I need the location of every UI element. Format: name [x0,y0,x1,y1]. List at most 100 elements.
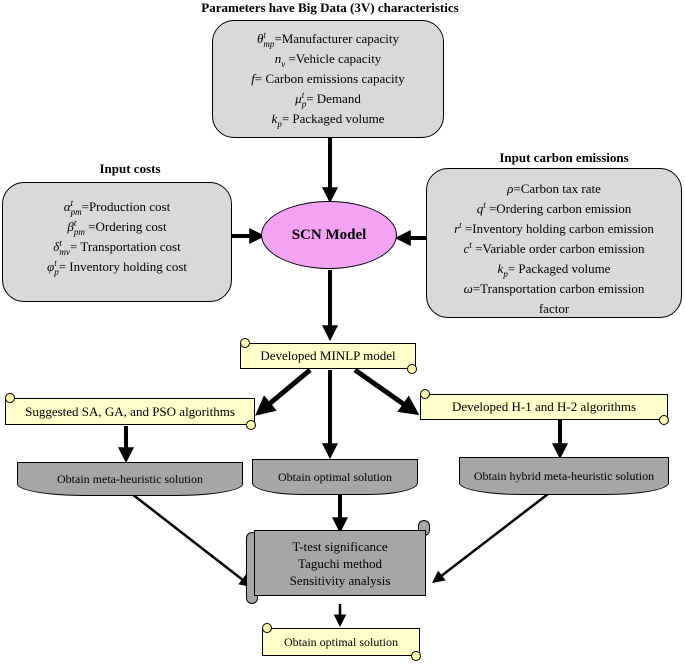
parameter-text: = Transportation cost [69,239,181,255]
analysis-line-2: Taguchi method [298,555,382,571]
parameter-superscript: t [263,30,266,41]
parameter-symbol: μ [295,91,302,107]
algo-right-node: Developed H-1 and H-2 algorithms [419,389,669,425]
parameter-text: =Ordering carbon emission [485,201,632,216]
parameter-line: ω=Transportation carbon emission [427,279,681,299]
parameter-line: factor [427,299,681,319]
scn-model-node: SCN Model [261,201,397,269]
parameter-text: = Inventory holding cost [58,259,187,275]
parameter-symbol: δ [53,239,60,255]
arrow-sol-right-to-analysis [432,493,549,584]
parameter-subscript: p [277,119,282,130]
analysis-line-1: T-test significance [292,538,388,554]
parameter-text: = Packaged volume [507,261,611,277]
final-optimal-solution-node: Obtain optimal solution [261,623,421,661]
parameter-superscript: t [59,238,62,249]
parameter-subscript: mv [59,247,70,258]
parameter-symbol: ρ [507,181,514,196]
analysis-node: T-test significance Taguchi method Sensi… [254,530,426,596]
parameter-text: =Variable order carbon emission [471,241,645,257]
parameter-superscript: t [54,258,57,269]
parameter-text: =Vehicle capacity [285,51,382,67]
parameter-subscript: p [503,269,508,280]
parameter-line: k p= Packaged volume [427,259,681,279]
left-box-title: Input costs [99,161,161,176]
parameter-symbol: ω [463,281,473,297]
parameter-symbol: q [476,201,484,216]
parameter-text: =Production cost [81,199,171,214]
parameter-indices: p [503,261,508,279]
parameter-symbol: θ [256,31,264,46]
parameter-superscript: t [73,218,77,229]
parameter-superscript: t [469,240,472,251]
parameter-text: =Ordering cost [84,219,167,235]
parameter-symbol: f [251,71,255,87]
parameter-text: = Carbon emissions capacity [254,71,405,87]
parameter-symbol: c [463,241,470,257]
parameter-text: =Inventory holding carbon emission [461,221,654,237]
parameter-text: =Carbon tax rate [513,181,601,196]
arrow-minlp-to-algo-left [255,368,312,416]
parameter-subscript: p [54,267,59,278]
parameter-symbol: n [274,51,282,67]
parameter-line: k p= Packaged volume [213,109,443,129]
parameter-indices: v [281,51,285,69]
parameter-symbol: α [63,199,71,214]
hybrid-solution-node: Obtain hybrid meta-heuristic solution [459,457,669,495]
parameter-subscript: p [301,99,307,110]
optimal-solution-node: Obtain optimal solution [252,459,418,495]
arrow-minlp-to-algo-right [353,367,420,416]
minlp-model-node: Developed MINLP model [239,338,417,374]
parameter-indices: p [277,111,282,129]
parameter-subscript: mp [263,39,275,50]
parameter-symbol: k [271,111,278,127]
parameter-subscript: pm [70,207,82,218]
parameter-indices: t [469,241,472,259]
parameter-text: factor [538,301,570,317]
parameter-text: = Demand [306,91,361,107]
parameter-indices: t [483,201,486,219]
analysis-line-3: Sensitivity analysis [289,572,391,588]
parameter-superscript: t [483,200,486,211]
parameter-superscript: t [459,220,462,231]
parameter-text: = Packaged volume [281,111,385,127]
parameter-line: ρ=Carbon tax rate [427,179,681,199]
parameter-line: f= Carbon emissions capacity [213,69,443,89]
algo-left-node: Suggested SA, GA, and PSO algorithms [4,393,256,430]
parameter-superscript: t [70,198,74,209]
parameter-line: n v =Vehicle capacity [213,49,443,69]
parameter-text: =Manufacturer capacity [274,31,399,46]
parameter-symbol: β [67,219,74,235]
parameter-subscript: pm [73,227,85,238]
top-box-title: Parameters have Big Data (3V) characteri… [201,0,459,15]
parameter-symbol: φ [47,259,55,275]
meta-heuristic-solution-node: Obtain meta-heuristic solution [17,462,243,496]
parameter-superscript: t [301,90,305,101]
parameter-subscript: v [281,59,286,70]
parameter-text: =Transportation carbon emission [472,281,645,297]
parameter-symbol: r [454,221,460,237]
parameter-indices: t [459,221,462,239]
right-box-title: Input carbon emissions [499,150,629,165]
parameter-symbol: k [497,261,504,277]
arrow-sol-left-to-analysis [131,493,252,588]
